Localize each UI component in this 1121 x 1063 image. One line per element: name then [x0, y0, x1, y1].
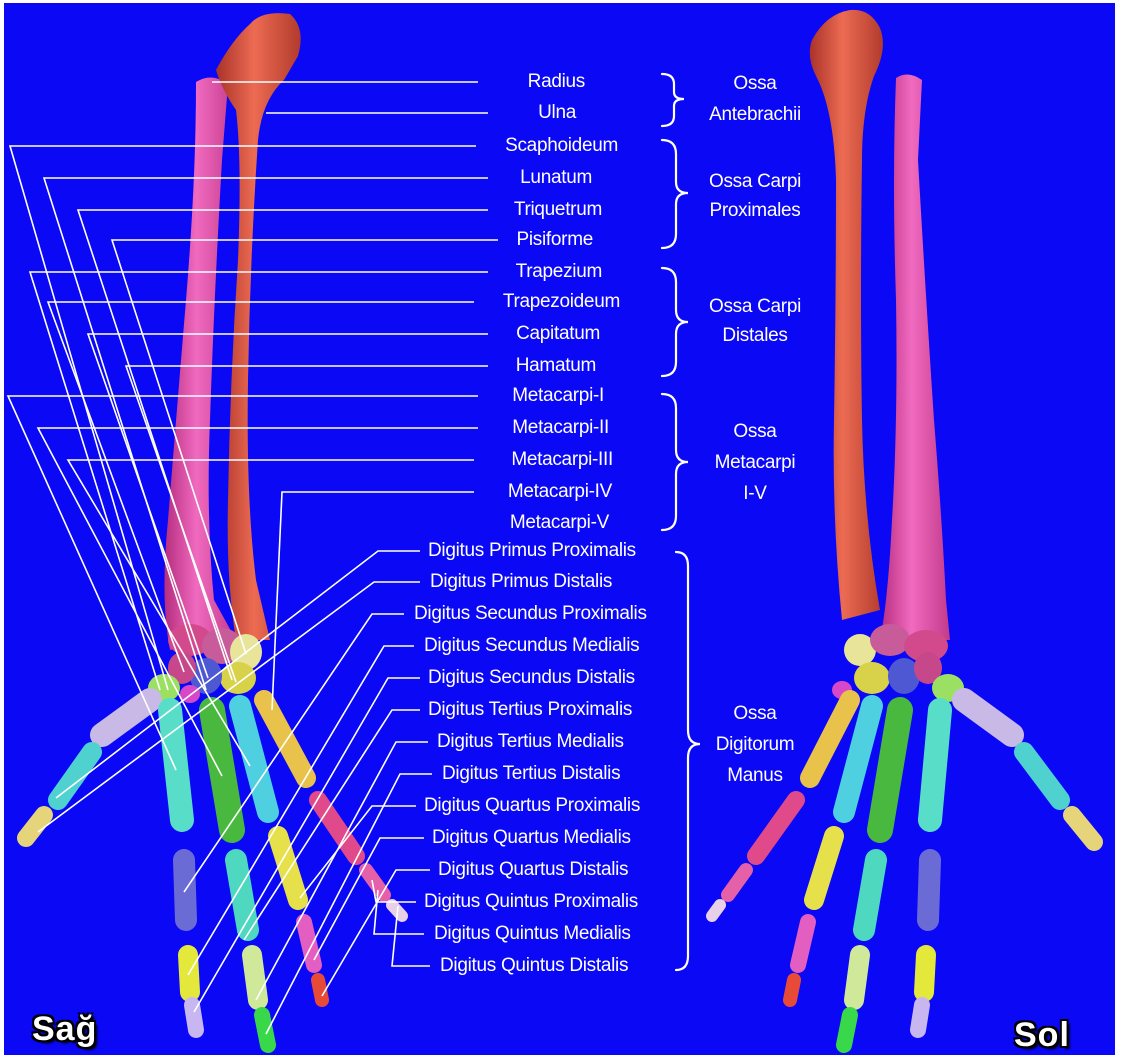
label-capitatum: Capitatum	[516, 323, 600, 345]
group-carpi-distales-line1: Ossa Carpi	[680, 296, 830, 318]
group-digitorum-line1: Ossa	[680, 703, 830, 725]
label-digitus-secundus-distalis: Digitus Secundus Distalis	[428, 667, 635, 689]
label-digitus-quintus-distalis: Digitus Quintus Distalis	[440, 955, 628, 977]
label-digitus-quartus-proximalis: Digitus Quartus Proximalis	[424, 795, 640, 817]
right-forearm-ulna	[216, 13, 301, 640]
label-metacarpi-4: Metacarpi-IV	[508, 481, 612, 503]
left-index-finger	[918, 710, 940, 1030]
left-thumb	[964, 700, 1094, 842]
label-digitus-quintus-proximalis: Digitus Quintus Proximalis	[424, 891, 638, 913]
group-carpi-distales-line2: Distales	[680, 325, 830, 347]
side-label-right: Sağ	[32, 1010, 97, 1049]
label-radius: Radius	[528, 71, 585, 93]
right-thumb	[26, 700, 150, 838]
label-digitus-quartus-medialis: Digitus Quartus Medialis	[432, 827, 631, 849]
group-carpi-proximales-line2: Proximales	[680, 200, 830, 222]
label-ulna: Ulna	[538, 102, 576, 124]
label-metacarpi-3: Metacarpi-III	[511, 449, 613, 471]
group-digitorum-line3: Manus	[680, 765, 830, 787]
label-digitus-primus-proximalis: Digitus Primus Proximalis	[428, 540, 636, 562]
label-metacarpi-1: Metacarpi-I	[512, 385, 604, 407]
label-hamatum: Hamatum	[516, 355, 596, 377]
label-trapezium: Trapezium	[516, 261, 602, 283]
label-digitus-tertius-distalis: Digitus Tertius Distalis	[442, 763, 620, 785]
group-metacarpi-line1: Ossa	[680, 421, 830, 443]
label-digitus-tertius-proximalis: Digitus Tertius Proximalis	[428, 699, 632, 721]
group-digitorum-line2: Digitorum	[680, 734, 830, 756]
label-triquetrum: Triquetrum	[514, 199, 602, 221]
label-pisiforme: Pisiforme	[517, 229, 593, 251]
label-digitus-tertius-medialis: Digitus Tertius Medialis	[437, 731, 624, 753]
label-digitus-primus-distalis: Digitus Primus Distalis	[430, 571, 612, 593]
group-antebrachii-line1: Ossa	[680, 73, 830, 95]
side-label-left: Sol	[1014, 1016, 1070, 1055]
group-antebrachii-line2: Antebrachii	[680, 104, 830, 126]
label-trapezoideum: Trapezoideum	[503, 291, 620, 313]
label-lunatum: Lunatum	[520, 167, 592, 189]
group-carpi-proximales-line1: Ossa Carpi	[680, 171, 830, 193]
right-index-finger	[170, 710, 196, 1030]
group-metacarpi-line3: I-V	[680, 483, 830, 505]
label-digitus-quintus-medialis: Digitus Quintus Medialis	[434, 923, 631, 945]
label-digitus-quartus-distalis: Digitus Quartus Distalis	[438, 859, 628, 881]
label-metacarpi-5: Metacarpi-V	[510, 512, 609, 534]
right-forearm-radius	[164, 77, 236, 650]
label-scaphoideum: Scaphoideum	[505, 135, 618, 157]
label-digitus-secundus-proximalis: Digitus Secundus Proximalis	[414, 603, 647, 625]
group-metacarpi-line2: Metacarpi	[680, 452, 830, 474]
left-forearm-radius	[880, 74, 950, 640]
label-metacarpi-2: Metacarpi-II	[512, 417, 609, 439]
label-digitus-secundus-medialis: Digitus Secundus Medialis	[424, 635, 639, 657]
